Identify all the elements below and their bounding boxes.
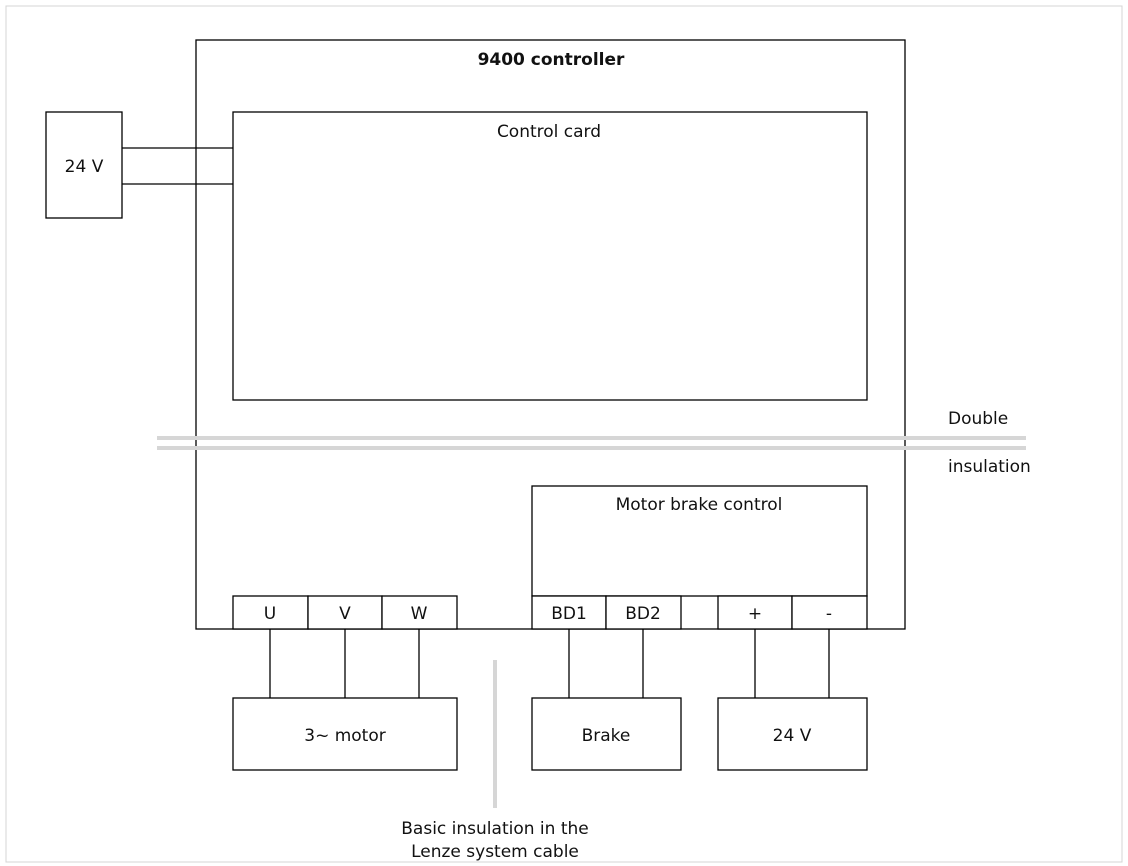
load-supply-box (717, 697, 868, 771)
external-supply-box (45, 111, 123, 219)
external-supply-label: 24 V (65, 157, 104, 177)
terminal-plus (717, 595, 793, 630)
controller-title: 9400 controller (478, 50, 625, 70)
terminal-bd2 (605, 595, 682, 630)
motor-label: 3~ motor (304, 726, 385, 746)
brake-box (531, 697, 682, 771)
terminal-u-label: U (264, 604, 276, 624)
load-supply-label: 24 V (773, 726, 812, 746)
basic-insulation-label-1: Basic insulation in the (401, 819, 588, 839)
motor-box (232, 697, 458, 771)
brake-control-label: Motor brake control (616, 495, 783, 515)
double-insulation-label-1: Double (948, 409, 1008, 429)
double-insulation-label-2: insulation (948, 457, 1031, 477)
brake-label: Brake (582, 726, 631, 746)
terminal-w (381, 595, 458, 630)
terminal-w-label: W (411, 604, 428, 624)
page-frame (5, 5, 1123, 863)
control-card-label: Control card (497, 122, 601, 142)
terminal-v-label: V (339, 604, 351, 624)
basic-insulation-label-2: Lenze system cable (411, 842, 579, 862)
terminal-bd1-label: BD1 (551, 604, 587, 624)
terminal-minus-label: - (826, 604, 832, 624)
terminal-minus (791, 595, 868, 630)
terminal-bd2-label: BD2 (625, 604, 661, 624)
terminal-plus-label: + (748, 604, 762, 624)
control-card-box (232, 111, 868, 401)
brake-control-box (531, 485, 868, 597)
